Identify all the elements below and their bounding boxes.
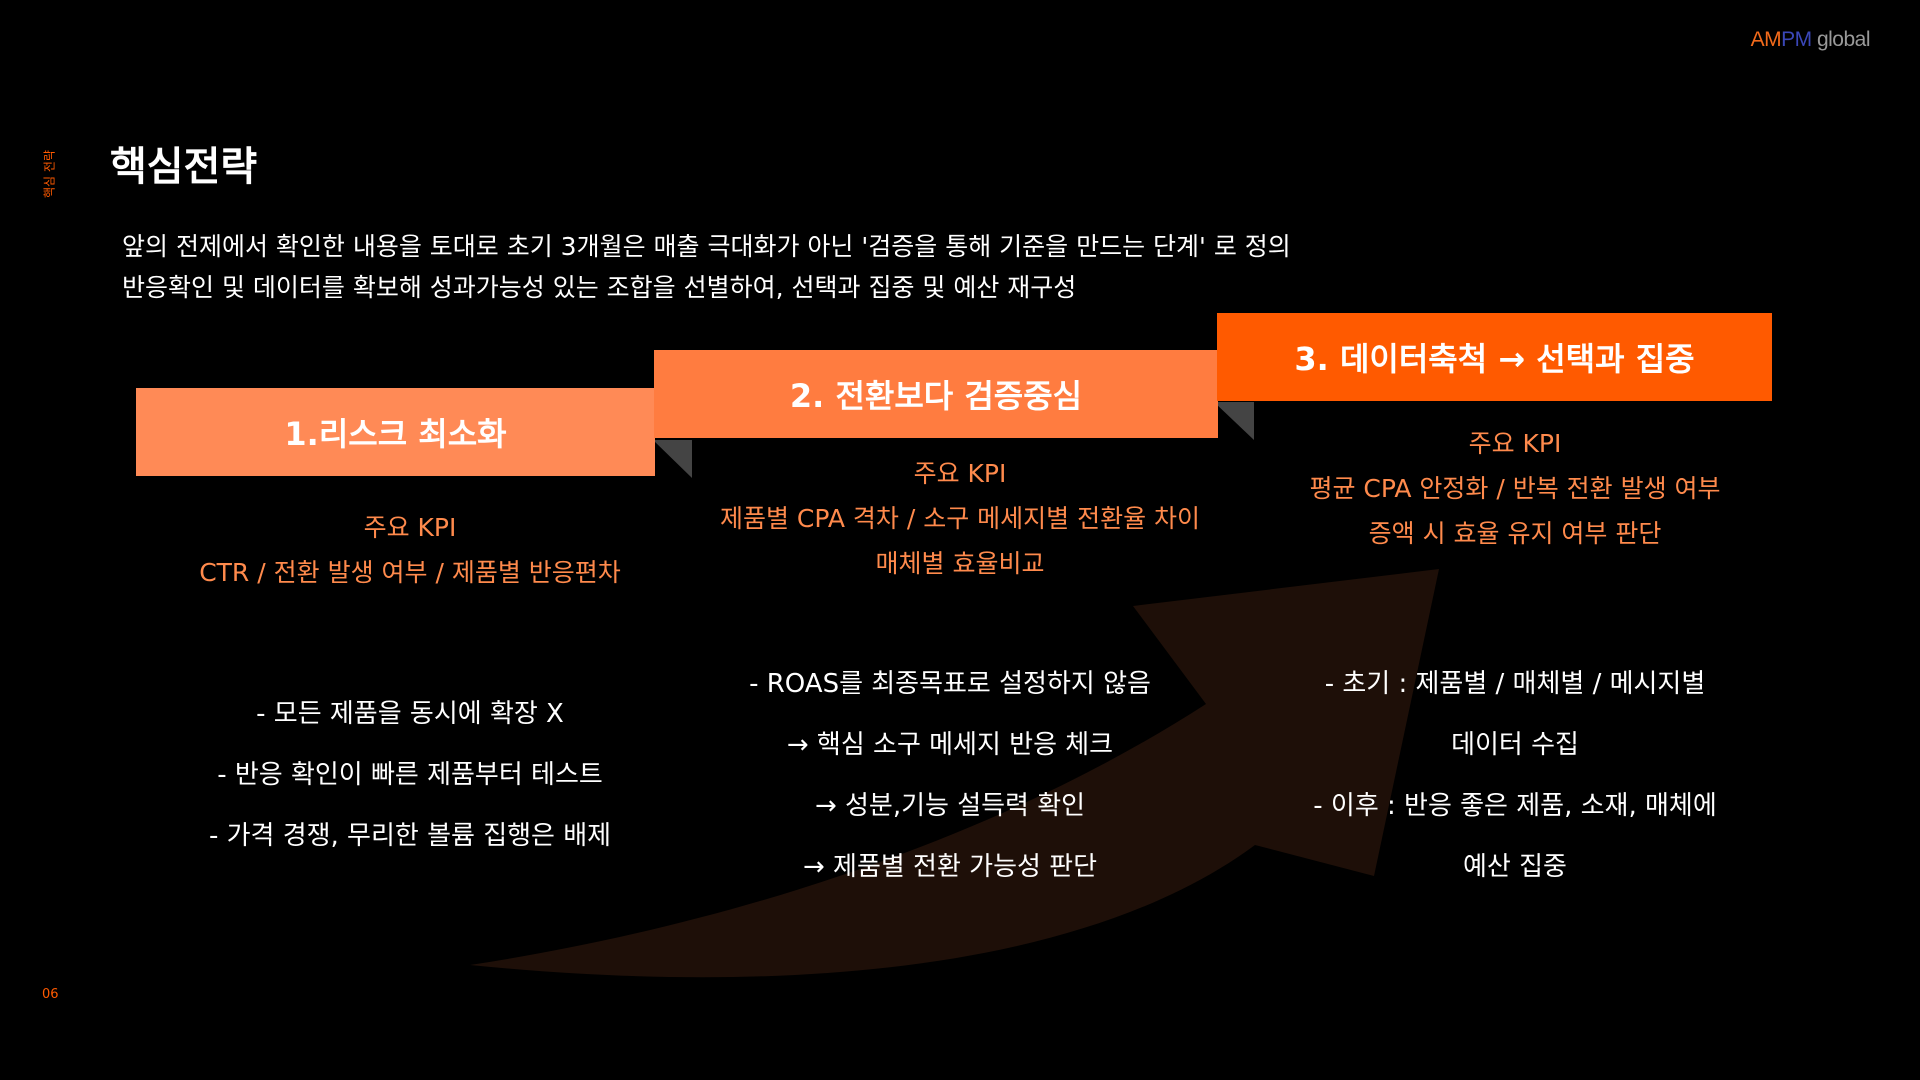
kpi-text: 제품별 CPA 격차 / 소구 메세지별 전환율 차이 <box>719 504 1201 533</box>
detail-item: - 모든 제품을 동시에 확장 X <box>256 699 564 729</box>
description-line-2: 반응확인 및 데이터를 확보해 성과가능성 있는 조합을 선별하여, 선택과 집… <box>122 273 1077 302</box>
page-title: 핵심전략 <box>110 144 258 190</box>
detail-item: - 이후 : 반응 좋은 제품, 소재, 매체에 <box>1313 791 1717 821</box>
kpi-text: 매체별 효율비교 <box>875 549 1045 578</box>
step-1-kpi: 주요 KPI CTR / 전환 발생 여부 / 제품별 반응편차 <box>130 505 690 595</box>
kpi-text: 평균 CPA 안정화 / 반복 전환 발생 여부 <box>1309 474 1721 503</box>
step-3-details: - 초기 : 제품별 / 매체별 / 메시지별 데이터 수집 - 이후 : 반응… <box>1235 654 1795 898</box>
detail-item: 데이터 수집 <box>1451 730 1579 760</box>
banner-fold <box>653 440 692 478</box>
ampm-global-logo: AMPM global <box>1750 28 1871 51</box>
detail-item: - 가격 경쟁, 무리한 볼륨 집행은 배제 <box>208 821 612 851</box>
kpi-text: CTR / 전환 발생 여부 / 제품별 반응편차 <box>199 558 621 587</box>
step-3-kpi: 주요 KPI 평균 CPA 안정화 / 반복 전환 발생 여부 증액 시 효율 … <box>1235 421 1795 556</box>
kpi-heading: 주요 KPI <box>363 513 457 542</box>
kpi-heading: 주요 KPI <box>913 459 1007 488</box>
detail-item: 예산 집중 <box>1463 852 1567 882</box>
detail-item: → 성분,기능 설득력 확인 <box>814 791 1086 821</box>
detail-item: → 핵심 소구 메세지 반응 체크 <box>786 730 1114 760</box>
step-3-banner: 3. 데이터축척 → 선택과 집중 <box>1217 313 1772 401</box>
step-2-details: - ROAS를 최종목표로 설정하지 않음 → 핵심 소구 메세지 반응 체크 … <box>670 654 1230 898</box>
detail-item: → 제품별 전환 가능성 판단 <box>802 852 1098 882</box>
detail-item: - ROAS를 최종목표로 설정하지 않음 <box>749 669 1151 699</box>
step-1-banner: 1.리스크 최소화 <box>136 388 655 476</box>
step-2-kpi: 주요 KPI 제품별 CPA 격차 / 소구 메세지별 전환율 차이 매체별 효… <box>680 451 1240 586</box>
description-line-1: 앞의 전제에서 확인한 내용을 토대로 초기 3개월은 매출 극대화가 아닌 '… <box>122 232 1291 261</box>
kpi-heading: 주요 KPI <box>1468 429 1562 458</box>
step-1-details: - 모든 제품을 동시에 확장 X - 반응 확인이 빠른 제품부터 테스트 -… <box>130 684 690 867</box>
kpi-text: 증액 시 효율 유지 여부 판단 <box>1368 519 1662 548</box>
detail-item: - 초기 : 제품별 / 매체별 / 메시지별 <box>1324 669 1706 699</box>
page-number: 06 <box>42 987 59 1002</box>
side-section-label: 핵심 전략 <box>42 150 57 198</box>
step-2-banner: 2. 전환보다 검증중심 <box>654 350 1218 438</box>
banner-fold <box>1214 402 1254 440</box>
detail-item: - 반응 확인이 빠른 제품부터 테스트 <box>217 760 603 790</box>
